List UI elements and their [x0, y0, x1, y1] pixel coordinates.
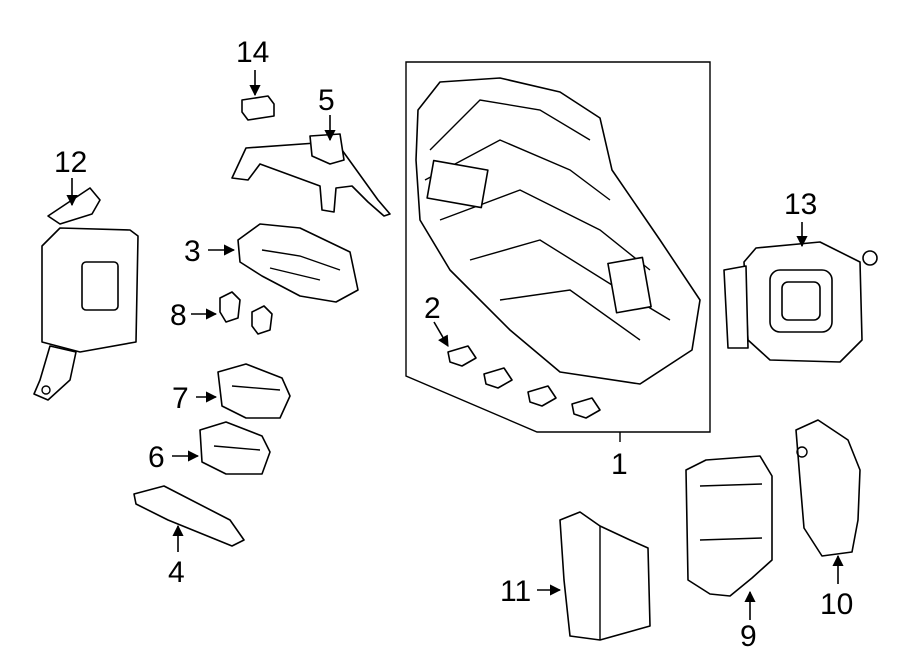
part-6-relay[interactable] — [199, 421, 271, 475]
callout-arrows — [66, 70, 844, 620]
callout-11: 11 — [500, 575, 531, 608]
callout-2: 2 — [424, 292, 441, 325]
callout-9: 9 — [740, 620, 757, 653]
callout-12: 12 — [54, 146, 87, 179]
part-4-cover[interactable] — [133, 485, 245, 547]
callout-5: 5 — [318, 84, 335, 117]
callout-4: 4 — [168, 556, 185, 589]
part-12-control-module[interactable] — [33, 187, 139, 401]
part-2-fuse-clips[interactable] — [447, 345, 601, 419]
callout-3: 3 — [184, 235, 201, 268]
part-1-fuse-relay-box[interactable] — [405, 61, 711, 442]
callout-1: 1 — [611, 448, 628, 481]
callout-10: 10 — [820, 588, 853, 621]
part-3-junction-block[interactable] — [237, 223, 359, 303]
callout-7: 7 — [172, 382, 189, 415]
part-14-relay[interactable] — [241, 95, 275, 121]
callout-8: 8 — [170, 299, 187, 332]
callout-14: 14 — [236, 36, 269, 69]
part-8-fuses[interactable] — [219, 291, 273, 335]
part-9-fuse-block[interactable] — [685, 455, 773, 597]
part-13-control-module[interactable] — [723, 241, 878, 363]
callout-6: 6 — [148, 441, 165, 474]
part-5-bracket[interactable] — [231, 133, 391, 217]
part-10-bracket[interactable] — [795, 419, 861, 557]
callout-13: 13 — [784, 188, 817, 221]
part-7-relay[interactable] — [217, 363, 291, 419]
part-11-module[interactable] — [559, 511, 651, 641]
